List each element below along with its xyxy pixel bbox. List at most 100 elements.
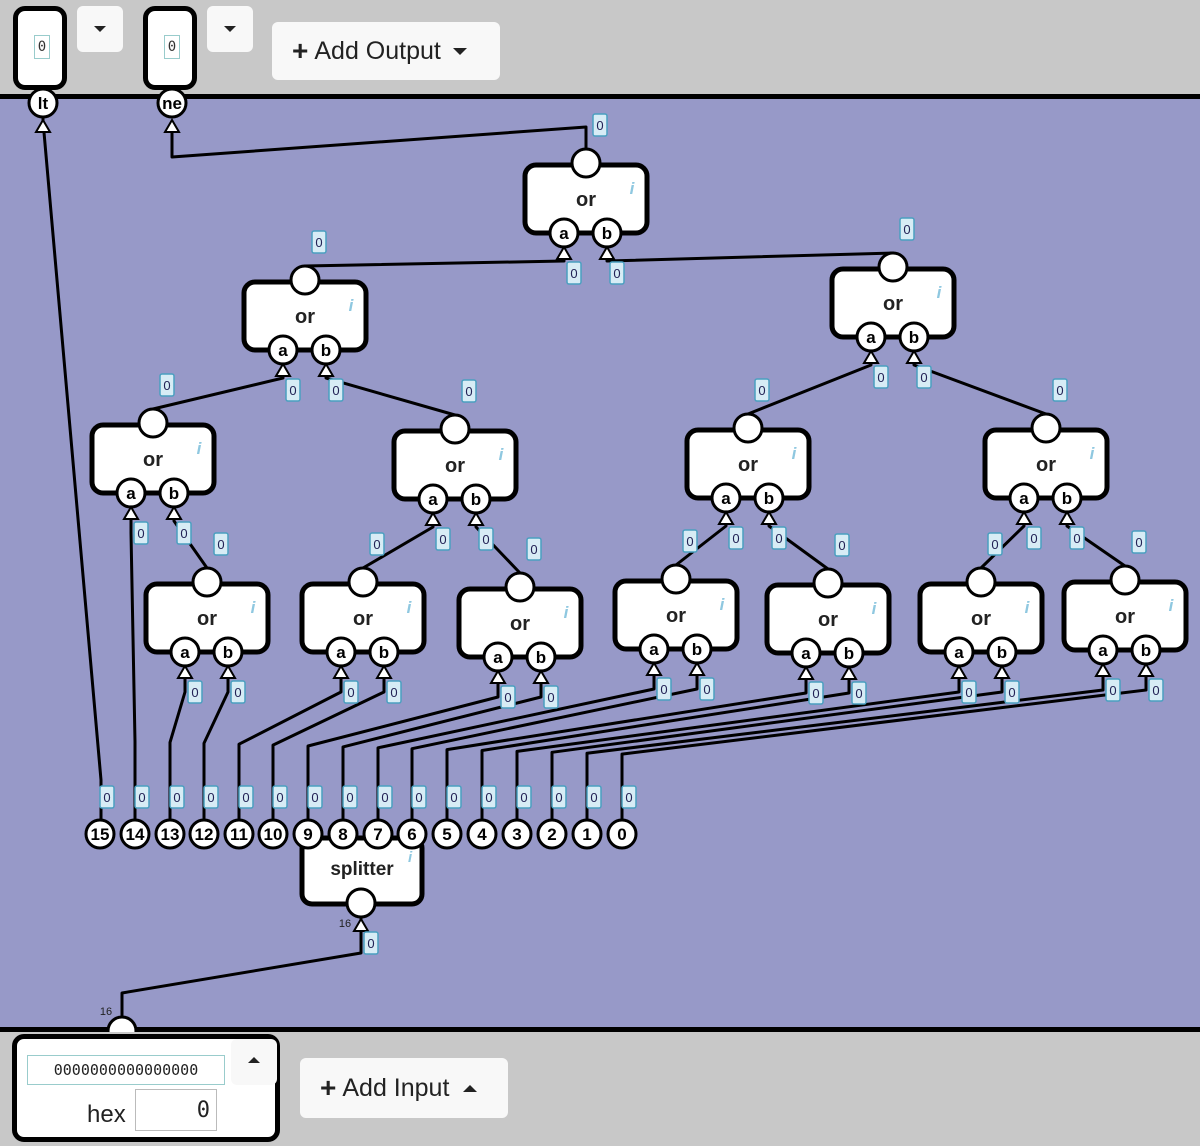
port-label: b: [379, 643, 389, 662]
wire-value-text: 0: [207, 790, 214, 805]
wire-value-text: 0: [289, 383, 296, 398]
info-icon: i: [1169, 596, 1175, 615]
gate-name-label: or: [576, 189, 596, 211]
info-icon: i: [349, 296, 355, 315]
wire-value-marker: 0: [961, 680, 977, 704]
gate-name-label: or: [510, 613, 530, 635]
input-arrow-icon: [905, 349, 923, 364]
input-arrow-icon: [645, 661, 663, 676]
wire-value-marker: 0: [754, 378, 770, 402]
input-dropdown-button[interactable]: [231, 1039, 277, 1085]
gate-output-port: [732, 412, 764, 444]
input-arrow-icon: [1137, 662, 1155, 677]
input-arrow-icon: [1094, 662, 1112, 677]
port-label: 0: [617, 825, 626, 844]
gate-name-label: or: [143, 449, 163, 471]
port-label: lt: [38, 94, 49, 113]
port-label: a: [801, 644, 811, 663]
gate-input-port-b: b: [833, 637, 865, 669]
add-output-label: Add Output: [314, 36, 441, 65]
wire-value-marker: 0: [187, 680, 203, 704]
wire: [341, 673, 543, 820]
wire-value-text: 0: [373, 537, 380, 552]
gate-output-port: [137, 407, 169, 439]
wire-value-text: 0: [613, 266, 620, 281]
port-label: a: [336, 643, 346, 662]
wire-value-marker: 0: [369, 532, 385, 556]
wire-value-text: 0: [242, 790, 249, 805]
wire-value-text: 0: [547, 690, 554, 705]
splitter-port: 1: [571, 818, 603, 850]
wire-value-text: 0: [920, 370, 927, 385]
info-icon: i: [564, 603, 570, 622]
add-input-label: Add Input: [342, 1073, 450, 1102]
gate-output-port: [812, 567, 844, 599]
info-icon: i: [197, 439, 203, 458]
input-hex-field[interactable]: 0: [135, 1089, 217, 1131]
gate-input-port-a: a: [267, 334, 299, 366]
wire-value-text: 0: [415, 790, 422, 805]
gate-input-port-a: a: [943, 636, 975, 668]
wire-value-text: 0: [1056, 383, 1063, 398]
gate-output-port: [347, 566, 379, 598]
input-arrow-icon: [332, 664, 350, 679]
add-output-button[interactable]: + Add Output: [272, 22, 500, 80]
wire-value-marker: 0: [446, 785, 462, 809]
gate-input-port-a: a: [115, 477, 147, 509]
wire-value-marker: 0: [592, 113, 608, 137]
input-arrow-icon: [840, 665, 858, 680]
port-label: b: [471, 490, 481, 509]
wire-value-text: 0: [877, 370, 884, 385]
wire-value-text: 0: [1109, 683, 1116, 698]
input-bits-field[interactable]: 0000000000000000: [27, 1055, 225, 1085]
gate-input-port-a: a: [169, 636, 201, 668]
info-icon: i: [251, 598, 257, 617]
wire-value-marker: 0: [272, 785, 288, 809]
wire-value-marker: 0: [328, 378, 344, 402]
output-lt-dropdown-button[interactable]: [77, 6, 123, 52]
gate-input-port-b: b: [368, 636, 400, 668]
splitter-port: 4: [466, 818, 498, 850]
gate-input-port-b: b: [212, 636, 244, 668]
wire-value-text: 0: [485, 790, 492, 805]
input-format-label: hex: [87, 1101, 126, 1128]
gate-output-port: [504, 571, 536, 603]
output-ne-value[interactable]: 0: [164, 35, 180, 59]
wire-value-text: 0: [570, 266, 577, 281]
caret-down-icon: [452, 47, 467, 55]
port-label: 14: [126, 825, 145, 844]
wire-value-marker: 0: [621, 785, 637, 809]
circuit-canvas[interactable]: [0, 94, 1200, 1032]
port-label: a: [866, 328, 876, 347]
wire-value-marker: 0: [481, 785, 497, 809]
wire-value-text: 0: [482, 532, 489, 547]
gate-output-port: [660, 563, 692, 595]
wire-value-text: 0: [520, 790, 527, 805]
wire-value-marker: 0: [342, 785, 358, 809]
wire-value-text: 0: [555, 790, 562, 805]
gate-name-label: or: [971, 608, 991, 630]
wire-value-text: 0: [732, 531, 739, 546]
output-ne-dropdown-button[interactable]: [207, 6, 253, 52]
wire-value-text: 0: [234, 685, 241, 700]
port-label: b: [844, 644, 854, 663]
wire: [324, 366, 457, 429]
output-ne-panel: 0: [143, 6, 197, 90]
output-lt-value[interactable]: 0: [34, 35, 50, 59]
input-arrow-icon: [176, 664, 194, 679]
wire-value-text: 0: [991, 537, 998, 552]
port-label: 3: [512, 825, 521, 844]
input-arrow-icon: [993, 664, 1011, 679]
info-icon: i: [872, 599, 878, 618]
wire-value-marker: 0: [411, 785, 427, 809]
port-label: a: [428, 490, 438, 509]
gate-input-port-b: b: [460, 483, 492, 515]
add-input-button[interactable]: + Add Input: [300, 1058, 508, 1118]
info-icon: i: [499, 445, 505, 464]
input-arrow-icon: [1015, 510, 1033, 525]
gate-output-port: [439, 413, 471, 445]
wire-value-marker: 0: [363, 931, 379, 955]
